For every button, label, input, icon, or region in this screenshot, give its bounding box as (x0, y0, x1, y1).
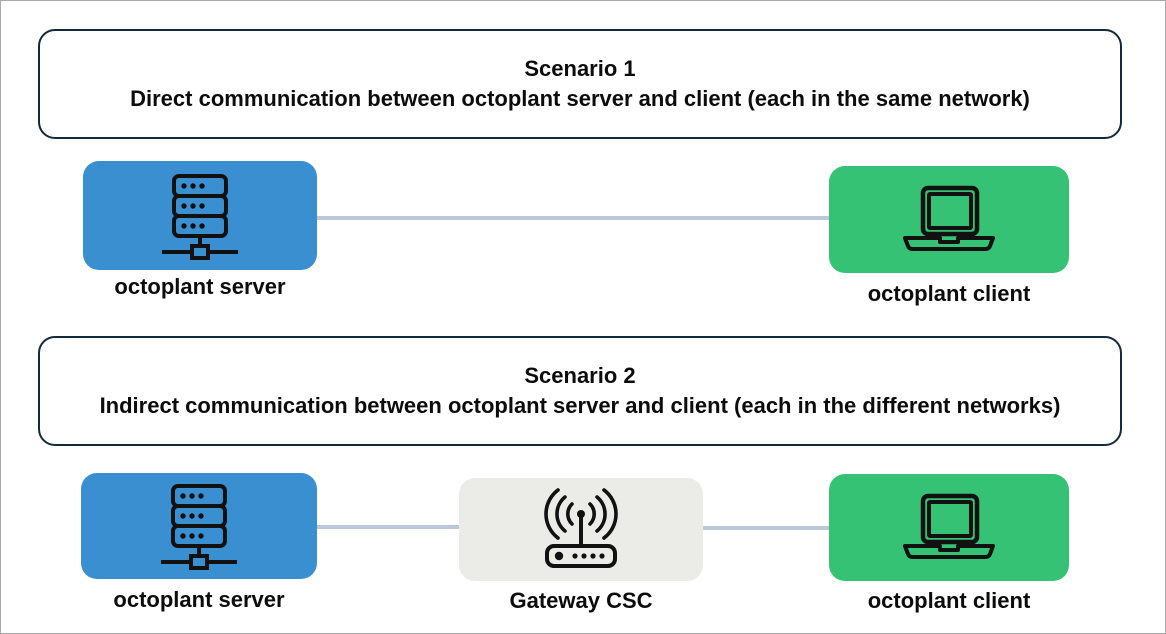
node-octoplant-client-scenario2 (829, 474, 1069, 581)
node-label-gateway-csc: Gateway CSC (509, 588, 653, 613)
scenario-2-title: Scenario 2 (524, 363, 636, 388)
wireless-router-icon (544, 487, 618, 568)
laptop-icon (903, 493, 995, 559)
scenario-1-title: Scenario 1 (524, 56, 636, 81)
scenario-1-subtitle: Direct communication between octoplant s… (130, 86, 1030, 111)
laptop-icon (903, 185, 995, 251)
node-label-octoplant-server-scenario2: octoplant server (113, 587, 285, 612)
node-gateway-csc (459, 478, 703, 581)
node-octoplant-server-scenario1 (83, 161, 317, 270)
scenario-2-header-box: Scenario 2 Indirect communication betwee… (38, 336, 1122, 446)
connector-line-server-gateway (317, 525, 459, 529)
connector-line-server-client (317, 216, 829, 220)
node-octoplant-server-scenario2 (81, 473, 317, 579)
server-rack-icon (161, 484, 237, 570)
node-label-octoplant-server-scenario1: octoplant server (114, 274, 286, 299)
node-octoplant-client-scenario1 (829, 166, 1069, 273)
scenario-1-header-box: Scenario 1 Direct communication between … (38, 29, 1122, 139)
server-rack-icon (162, 173, 238, 260)
node-label-octoplant-client-scenario1: octoplant client (867, 281, 1031, 306)
connector-line-gateway-client (703, 526, 829, 530)
node-label-octoplant-client-scenario2: octoplant client (867, 588, 1031, 613)
scenario-2-subtitle: Indirect communication between octoplant… (99, 393, 1061, 418)
